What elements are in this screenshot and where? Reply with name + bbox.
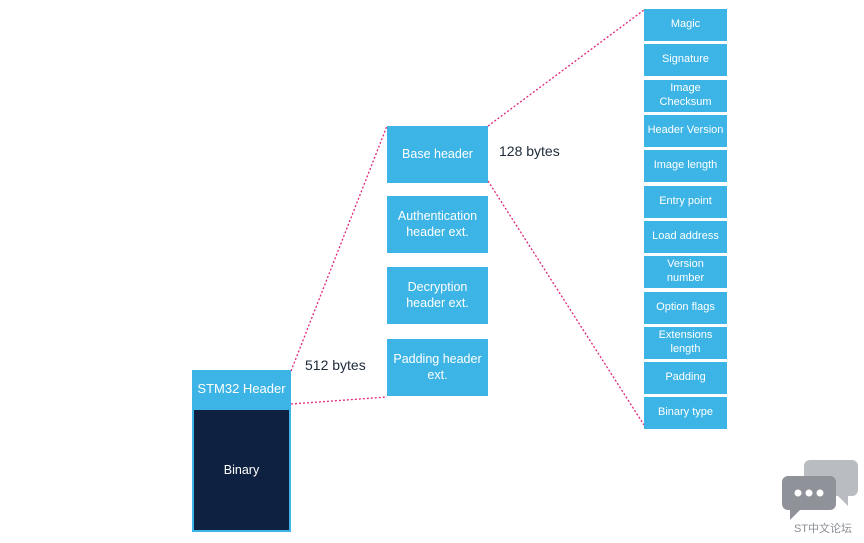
field-entry-point: Entry point	[644, 186, 727, 218]
binary-block: Binary	[192, 408, 291, 532]
header-size-label: 512 bytes	[305, 357, 366, 373]
field-extensions-length: Extensions length	[644, 327, 727, 359]
field-image-checksum: Image Checksum	[644, 80, 727, 112]
field-load-address: Load address	[644, 221, 727, 253]
authentication-header-block: Authentication header ext.	[387, 196, 488, 253]
field-version-number: Version number	[644, 256, 727, 288]
field-magic: Magic	[644, 9, 727, 41]
field-header-version: Header Version	[644, 115, 727, 147]
field-image-length: Image length	[644, 150, 727, 182]
base-header-size-label: 128 bytes	[499, 143, 560, 159]
base-header-block: Base header	[387, 126, 488, 183]
field-binary-type: Binary type	[644, 397, 727, 429]
connector-line	[487, 180, 645, 426]
connector-line	[290, 396, 388, 405]
connector-line	[487, 9, 645, 127]
connector-line	[290, 125, 388, 372]
field-signature: Signature	[644, 44, 727, 76]
padding-header-block: Padding header ext.	[387, 339, 488, 396]
watermark-text: ST中文论坛	[793, 523, 853, 535]
field-option-flags: Option flags	[644, 292, 727, 324]
decryption-header-block: Decryption header ext.	[387, 267, 488, 324]
chat-bubbles-icon	[782, 460, 858, 520]
field-padding: Padding	[644, 362, 727, 394]
stm32-header-block: STM32 Header	[192, 370, 291, 408]
